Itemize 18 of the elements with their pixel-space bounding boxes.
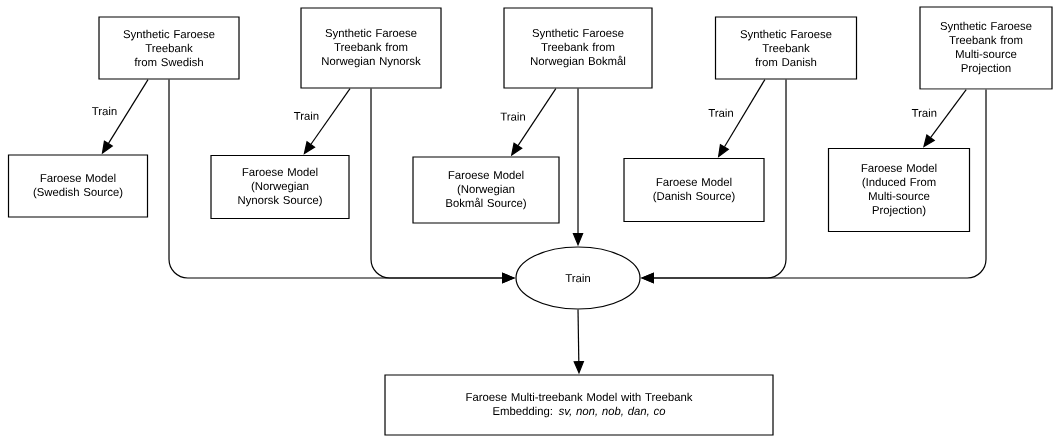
- process-box: Faroese Model (Norwegian Bokmål Source): [412, 156, 560, 224]
- edge-label: Train: [92, 106, 117, 116]
- process-box: Synthetic Faroese Treebank from Swedish: [98, 16, 240, 80]
- process-box: Synthetic Faroese Treebank from Danish: [714, 16, 858, 80]
- arrow: [303, 88, 351, 155]
- process-box: Faroese Model (Induced From Multi-source Projection): [827, 147, 971, 233]
- edge-label: Train: [911, 108, 937, 117]
- edge-label: Train: [708, 108, 733, 117]
- process-box: Faroese Model (Swedish Source): [7, 154, 149, 218]
- process-box: Synthetic Faroese Treebank from Norwegian Bokmål: [503, 7, 653, 89]
- process-box: Synthetic Faroese Treebank from Multi-source Projection: [919, 6, 1053, 90]
- process-box: Faroese Model (Norwegian Nynorsk Source): [210, 154, 350, 220]
- process-box: Faroese Model (Danish Source): [623, 157, 765, 223]
- process-box: Synthetic Faroese Treebank from Norwegian Nynorsk: [300, 7, 442, 89]
- edge-label: Train: [500, 112, 525, 121]
- arrow: [923, 89, 967, 148]
- edge-label: Train: [293, 111, 319, 120]
- process-box: Faroese Multi-treebank Model with Treebank Embedding: sv, non, nob, dan, co: [384, 374, 774, 436]
